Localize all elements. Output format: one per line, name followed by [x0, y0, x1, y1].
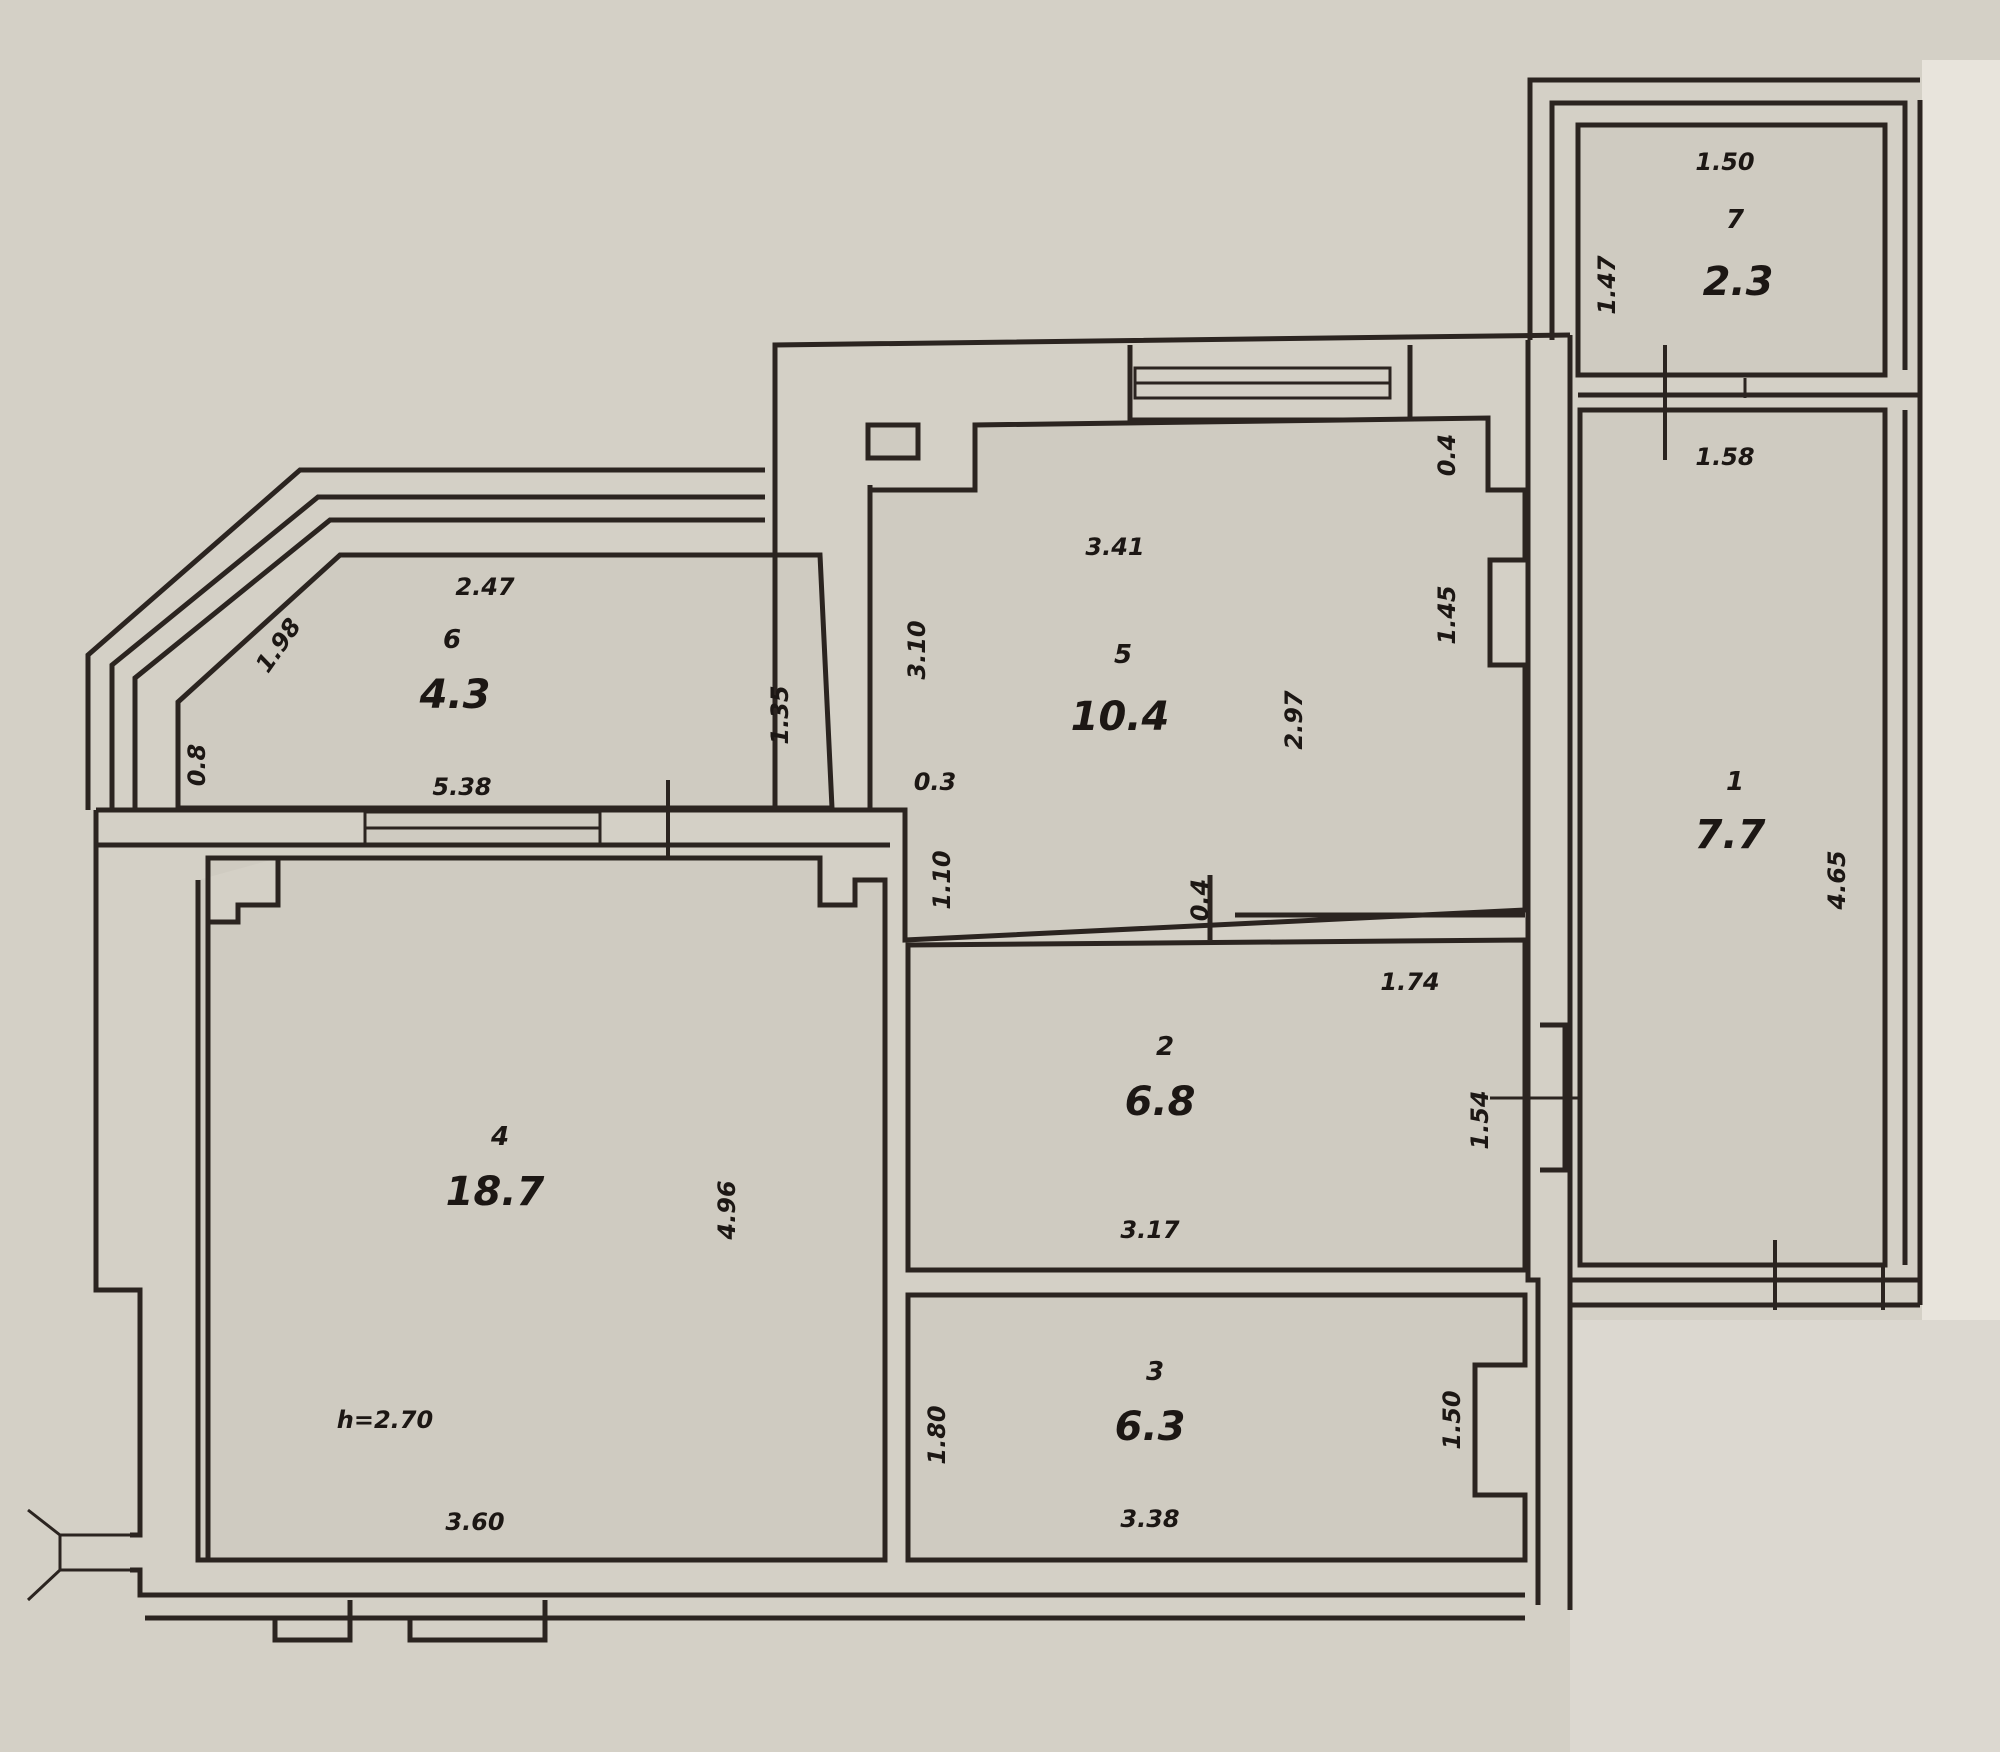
dim-room5-top: 3.41 [1085, 533, 1144, 561]
room-3-outline [905, 1292, 1528, 1563]
dim-loggia-bottom: 5.38 [432, 773, 491, 801]
room-2-number: 2 [1156, 1032, 1174, 1062]
room-4-area: 18.7 [446, 1169, 545, 1215]
dim-room2-top: 1.74 [1380, 968, 1439, 996]
room-4-number: 4 [490, 1122, 509, 1152]
dim-room3-right: 1.50 [1438, 1390, 1466, 1449]
dim-room5-mid: 2.97 [1280, 690, 1308, 750]
room-1-area: 7.7 [1695, 812, 1766, 858]
dim-room3-bottom: 3.38 [1120, 1505, 1179, 1533]
room-7-number: 7 [1726, 205, 1745, 235]
dim-room4-side: 4.96 [713, 1180, 741, 1240]
dim-room5-left-low: 1.10 [928, 850, 956, 909]
dim-loggia-right: 1.35 [766, 685, 794, 744]
dim-room7-top: 1.50 [1695, 148, 1754, 176]
dim-room5-small: 0.4 [1186, 879, 1214, 922]
dim-room5-corner: 0.3 [914, 768, 957, 796]
dim-loggia-top: 2.47 [455, 573, 515, 601]
dim-room5-right-top: 0.4 [1433, 434, 1461, 477]
room-5-number: 5 [1114, 640, 1132, 670]
room-7-outline [1575, 122, 1888, 378]
right-panel [1922, 60, 2000, 1380]
dim-room1-side: 4.65 [1823, 850, 1851, 910]
dim-room2-side: 1.54 [1466, 1090, 1494, 1149]
dim-loggia-left: 0.8 [183, 744, 211, 787]
room-4-height-note: h=2.70 [337, 1406, 433, 1434]
dim-room2-bottom: 3.17 [1120, 1216, 1180, 1244]
dim-room7-left: 1.47 [1593, 255, 1621, 315]
dim-room5-right: 1.45 [1433, 585, 1461, 644]
room-3-area: 6.3 [1115, 1404, 1186, 1450]
apartment-walls [26, 332, 1573, 1643]
room-3-number: 3 [1146, 1357, 1164, 1387]
dim-room3-left: 1.80 [923, 1405, 951, 1464]
dim-room5-left: 3.10 [903, 620, 931, 679]
loggia-6-area: 4.3 [419, 672, 491, 718]
room-7-area: 2.3 [1703, 259, 1774, 305]
loggia-6-number: 6 [443, 625, 461, 655]
room-5-outline [865, 415, 1528, 943]
room-1-number: 1 [1726, 767, 1744, 797]
dim-room1-top: 1.58 [1695, 443, 1754, 471]
room-2-area: 6.8 [1125, 1079, 1196, 1125]
room-5-area: 10.4 [1071, 694, 1170, 740]
room-2-outline [905, 937, 1528, 1273]
lower-right-area [1570, 1320, 2000, 1752]
dim-room4-bottom: 3.60 [445, 1508, 504, 1536]
